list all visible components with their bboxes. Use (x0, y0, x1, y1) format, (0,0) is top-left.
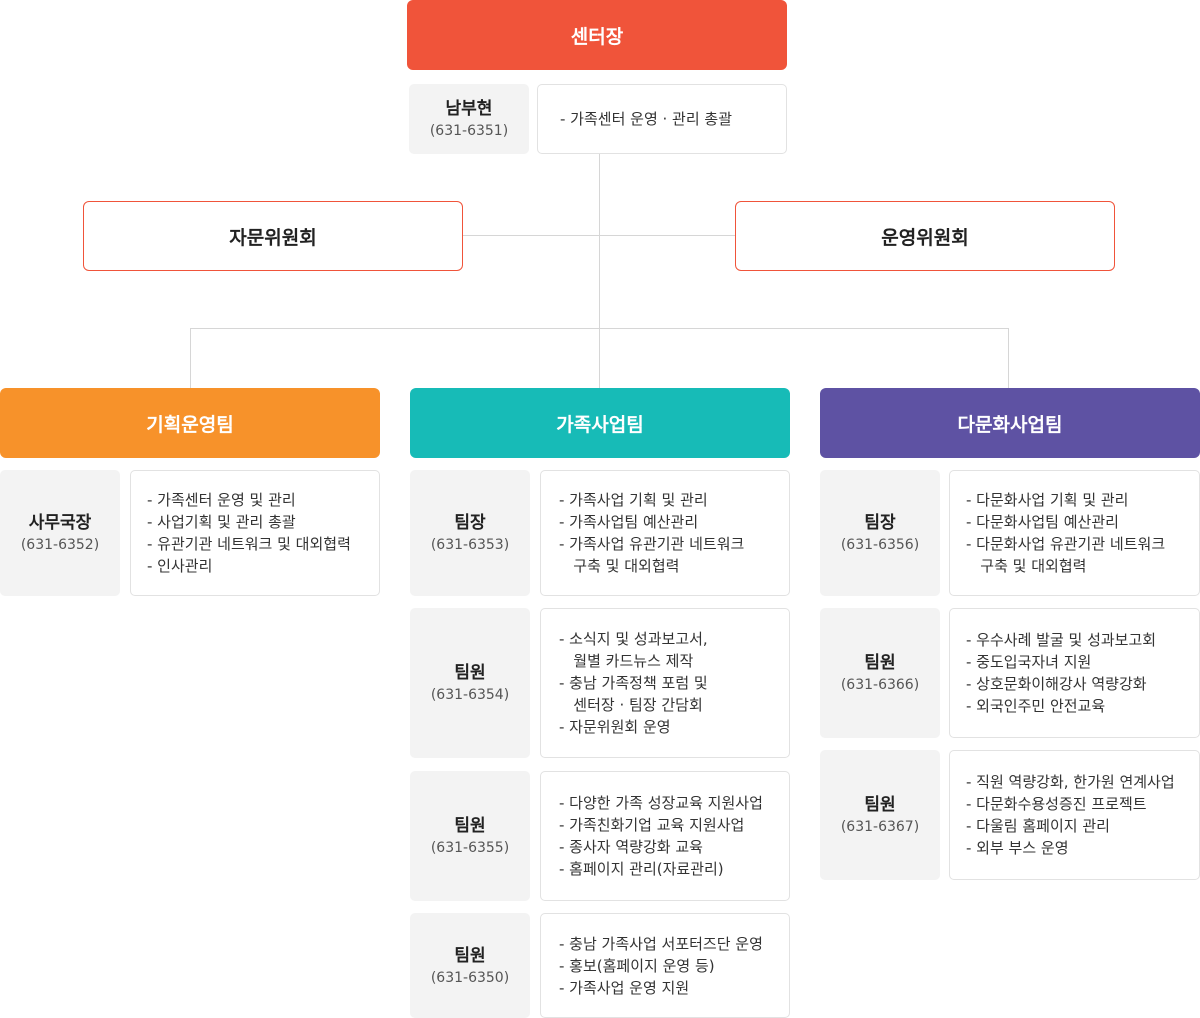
member-role: 팀원 (454, 945, 486, 966)
member-role-box: 팀원 (631-6367) (820, 750, 940, 880)
duty-item: - 충남 가족사업 서포터즈단 운영 (559, 934, 763, 953)
member-role-box: 팀원 (631-6354) (410, 608, 530, 758)
connector-team-right (1008, 328, 1009, 388)
member-role-box: 팀원 (631-6355) (410, 771, 530, 901)
team-header-multicultural: 다문화사업팀 (820, 388, 1200, 458)
member-phone: (631-6353) (430, 537, 510, 553)
member-duties-box: - 충남 가족사업 서포터즈단 운영 - 홍보(홈페이지 운영 등) - 가족사… (540, 913, 790, 1018)
member-duties-box: - 우수사례 발굴 및 성과보고회 - 중도입국자녀 지원 - 상호문화이해강사… (949, 608, 1200, 738)
director-role-box: 남부현 (631-6351) (409, 84, 529, 154)
connector-teams-horizontal (190, 328, 1009, 329)
director-name: 남부현 (445, 99, 493, 119)
duty-item: - 가족사업 운영 지원 (559, 978, 690, 997)
member-role-box: 팀원 (631-6350) (410, 913, 530, 1018)
member-role-box: 팀원 (631-6366) (820, 608, 940, 738)
duty-item: - 가족친화기업 교육 지원사업 (559, 816, 745, 834)
duty-item: - 충남 가족정책 포럼 및 (559, 674, 708, 692)
connector-vertical-main (599, 153, 600, 388)
director-duties-box: - 가족센터 운영 · 관리 총괄 (537, 84, 787, 154)
duty-item: - 유관기관 네트워크 및 대외협력 (147, 535, 351, 553)
member-duties-box: - 다양한 가족 성장교육 지원사업 - 가족친화기업 교육 지원사업 - 종사… (540, 771, 790, 901)
director-title: 센터장 (570, 25, 624, 48)
member-role-box: 사무국장 (631-6352) (0, 470, 120, 596)
member-role: 팀장 (864, 513, 896, 533)
member-role: 사무국장 (28, 513, 92, 533)
duty-item: - 다울림 홈페이지 관리 (966, 817, 1110, 835)
member-phone: (631-6355) (430, 840, 510, 856)
duty-item: 센터장 · 팀장 간담회 (559, 696, 703, 714)
member-phone: (631-6350) (430, 969, 510, 986)
duty-item: - 상호문화이해강사 역량강화 (966, 675, 1147, 693)
member-duties-box: - 다문화사업 기획 및 관리 - 다문화사업팀 예산관리 - 다문화사업 유관… (949, 470, 1200, 596)
member-phone: (631-6354) (430, 687, 510, 703)
duty-item: - 홍보(홈페이지 운영 등) (559, 956, 715, 975)
member-role: 팀원 (864, 653, 896, 673)
member-role-box: 팀장 (631-6353) (410, 470, 530, 596)
connector-committees (462, 235, 735, 236)
member-phone: (631-6366) (840, 677, 920, 693)
advisory-committee-label: 자문위원회 (229, 226, 317, 249)
duty-item: - 직원 역량강화, 한가원 연계사업 (966, 773, 1175, 791)
member-phone: (631-6352) (20, 537, 100, 553)
duty-item: - 외국인주민 안전교육 (966, 697, 1106, 715)
duty-item: - 중도입국자녀 지원 (966, 653, 1092, 671)
member-duties-box: - 가족센터 운영 및 관리 - 사업기획 및 관리 총괄 - 유관기관 네트워… (130, 470, 380, 596)
duty-item: - 인사관리 (147, 557, 213, 575)
member-duties-box: - 가족사업 기획 및 관리 - 가족사업팀 예산관리 - 가족사업 유관기관 … (540, 470, 790, 596)
team-name: 기획운영팀 (146, 413, 234, 436)
duty-item: - 가족사업팀 예산관리 (559, 513, 699, 531)
member-role: 팀원 (454, 663, 486, 683)
member-phone: (631-6367) (840, 819, 920, 835)
team-header-family: 가족사업팀 (410, 388, 790, 458)
duty-item: 월별 카드뉴스 제작 (559, 652, 694, 670)
team-name: 가족사업팀 (556, 413, 644, 436)
connector-team-left (190, 328, 191, 388)
duty-item: - 가족사업 유관기관 네트워크 (559, 535, 745, 553)
duty-item: - 자문위원회 운영 (559, 718, 671, 736)
duty-item: 구축 및 대외협력 (966, 557, 1087, 575)
director-phone: (631-6351) (429, 123, 509, 139)
duty-item: - 다문화사업 유관기관 네트워크 (966, 535, 1166, 553)
member-role: 팀장 (454, 513, 486, 533)
member-duties-box: - 직원 역량강화, 한가원 연계사업 - 다문화수용성증진 프로젝트 - 다울… (949, 750, 1200, 880)
team-header-planning: 기획운영팀 (0, 388, 380, 458)
duty-item: - 다문화사업 기획 및 관리 (966, 491, 1129, 509)
member-duties-box: - 소식지 및 성과보고서, 월별 카드뉴스 제작 - 충남 가족정책 포럼 및… (540, 608, 790, 758)
duty-item: 구축 및 대외협력 (559, 557, 680, 575)
duty-item: - 다문화사업팀 예산관리 (966, 513, 1119, 531)
operating-committee-box: 운영위원회 (735, 201, 1115, 271)
member-role-box: 팀장 (631-6356) (820, 470, 940, 596)
duty-item: - 홈페이지 관리(자료관리) (559, 860, 724, 878)
member-role: 팀원 (454, 816, 486, 836)
duty-item: - 다문화수용성증진 프로젝트 (966, 795, 1147, 813)
director-duty-item: - 가족센터 운영 · 관리 총괄 (560, 110, 733, 128)
director-header: 센터장 (407, 0, 787, 70)
duty-item: - 다양한 가족 성장교육 지원사업 (559, 794, 763, 812)
member-role: 팀원 (864, 795, 896, 815)
duty-item: - 가족센터 운영 및 관리 (147, 491, 296, 509)
duty-item: - 종사자 역량강화 교육 (559, 838, 703, 856)
duty-item: - 가족사업 기획 및 관리 (559, 491, 708, 509)
duty-item: - 외부 부스 운영 (966, 839, 1069, 857)
operating-committee-label: 운영위원회 (881, 226, 969, 249)
duty-item: - 우수사례 발굴 및 성과보고회 (966, 631, 1157, 649)
team-name: 다문화사업팀 (957, 413, 1063, 436)
advisory-committee-box: 자문위원회 (83, 201, 463, 271)
member-phone: (631-6356) (840, 537, 920, 553)
duty-item: - 소식지 및 성과보고서, (559, 630, 708, 648)
duty-item: - 사업기획 및 관리 총괄 (147, 513, 296, 531)
